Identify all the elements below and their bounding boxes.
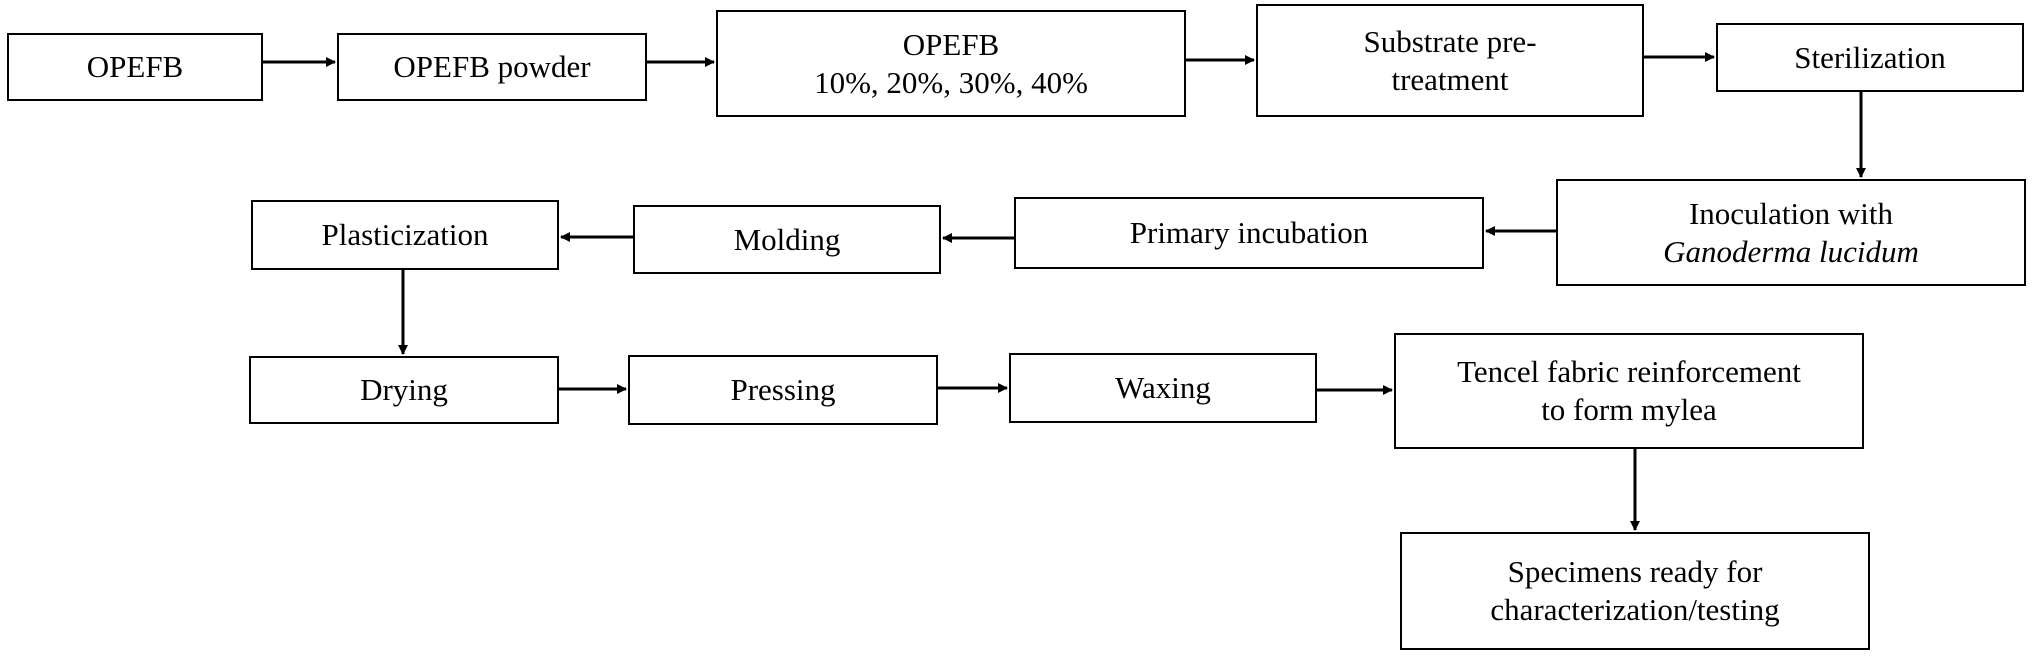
node-primary-incubation-line-1: Primary incubation [1129,215,1369,251]
node-tencel-reinforcement-line-2: to form mylea [1541,392,1717,427]
node-pressing-line-1: Pressing [730,372,836,408]
node-specimens-ready: Specimens ready for characterization/tes… [1400,532,1870,650]
node-inoculation-line-1: Inoculation with [1688,195,1894,231]
node-opefb-percentages-line-2: 10%, 20%, 30%, 40% [814,64,1088,100]
node-specimens-ready-line-1: Specimens ready for [1507,554,1763,590]
node-primary-incubation: Primary incubation [1014,197,1484,269]
node-opefb-powder: OPEFB powder [337,33,647,101]
node-substrate-pretreatment: Substrate pre- treatment [1256,4,1644,117]
node-drying-line-1: Drying [360,372,448,408]
node-sterilization: Sterilization [1716,23,2024,92]
node-substrate-pretreatment-line-2: treatment [1391,61,1509,97]
node-plasticization: Plasticization [251,200,559,270]
node-inoculation: Inoculation with Ganoderma lucidum [1556,179,2026,286]
node-substrate-pretreatment-line-1: Substrate pre- [1363,23,1537,59]
node-waxing: Waxing [1009,353,1317,423]
node-opefb-powder-line-1: OPEFB powder [393,49,591,85]
node-opefb-percentages: OPEFB 10%, 20%, 30%, 40% [716,10,1186,117]
node-specimens-ready-line-2: characterization/testing [1490,592,1780,627]
node-tencel-reinforcement-line-1: Tencel fabric reinforcement [1457,354,1801,390]
node-opefb-percentages-line-1: OPEFB [902,26,1000,62]
node-sterilization-line-1: Sterilization [1794,39,1946,75]
node-tencel-reinforcement: Tencel fabric reinforcement to form myle… [1394,333,1864,449]
node-molding: Molding [633,205,941,274]
node-drying: Drying [249,356,559,424]
node-inoculation-line-2: Ganoderma lucidum [1663,233,1919,269]
node-opefb: OPEFB [7,33,263,101]
node-opefb-line-1: OPEFB [86,49,184,85]
node-pressing: Pressing [628,355,938,425]
node-molding-line-1: Molding [733,221,841,257]
node-waxing-line-1: Waxing [1115,370,1211,406]
node-plasticization-line-1: Plasticization [321,217,489,253]
